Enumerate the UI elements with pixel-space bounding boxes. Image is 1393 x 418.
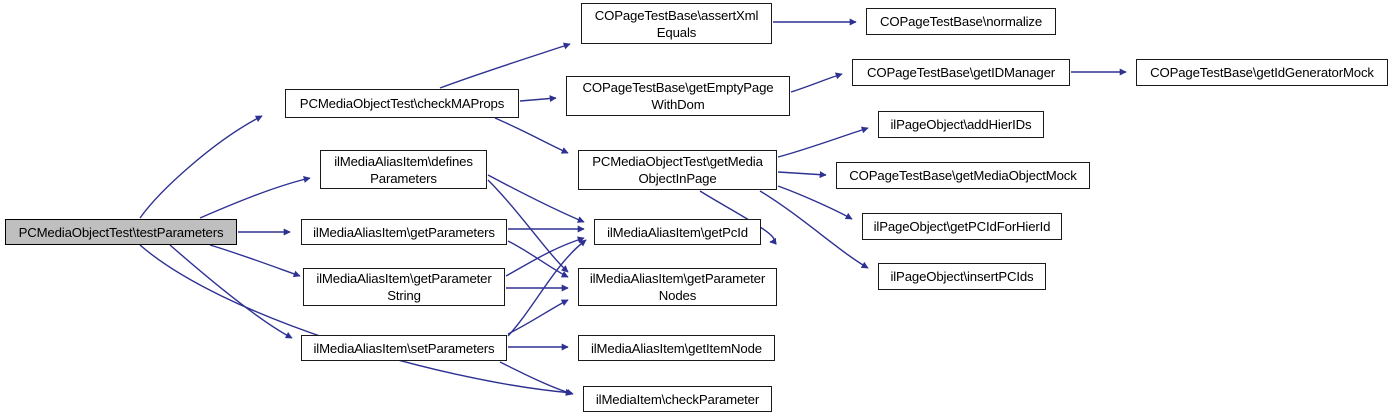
- edge-testParameters-to-definesParameters: [199, 175, 311, 219]
- edge-checkMAProps-to-getMediaObjectInPage: [494, 117, 569, 154]
- node-checkMAProps[interactable]: PCMediaObjectTest\checkMAProps: [285, 89, 519, 118]
- edge-getMediaObjectInPage-to-addHierIDs: [777, 126, 869, 158]
- node-getParameterNodes[interactable]: ilMediaAliasItem\getParameter Nodes: [578, 268, 777, 306]
- node-getItemNode[interactable]: ilMediaAliasItem\getItemNode: [578, 335, 775, 361]
- node-checkParameter[interactable]: ilMediaItem\checkParameter: [583, 386, 772, 412]
- node-getEmptyPageWithDom[interactable]: COPageTestBase\getEmptyPage WithDom: [566, 76, 790, 116]
- node-addHierIDs[interactable]: ilPageObject\addHierIDs: [878, 111, 1044, 138]
- edge-checkMAProps-to-getEmptyPageWithDom: [519, 95, 557, 103]
- edge-getParameters-to-getParameterNodes: [507, 240, 569, 278]
- node-getIDManager[interactable]: COPageTestBase\getIDManager: [852, 59, 1070, 86]
- node-getMediaObjectMock[interactable]: COPageTestBase\getMediaObjectMock: [836, 162, 1090, 189]
- node-getIdGeneratorMock[interactable]: COPageTestBase\getIdGeneratorMock: [1136, 59, 1388, 86]
- node-getParameterString[interactable]: ilMediaAliasItem\getParameter String: [303, 268, 505, 306]
- edge-getParameterString-to-getPcId: [505, 236, 585, 277]
- edge-testParameters-to-checkMAProps: [139, 115, 263, 219]
- node-getParameters[interactable]: ilMediaAliasItem\getParameters: [301, 219, 507, 245]
- edge-setParameters-to-getPcId: [507, 239, 587, 337]
- edge-testParameters-to-setParameters: [169, 244, 293, 339]
- edge-setParameters-to-checkParameter: [499, 361, 574, 396]
- edge-checkMAProps-to-assertXmlEquals: [439, 42, 571, 89]
- node-getPCIdForHierId[interactable]: ilPageObject\getPCIdForHierId: [862, 213, 1062, 240]
- node-insertPCIds[interactable]: ilPageObject\insertPCIds: [878, 263, 1046, 290]
- edge-setParameters-to-getParameterNodes: [507, 299, 569, 335]
- edge-getMediaObjectInPage-to-getPCIdForHierId: [777, 185, 853, 220]
- edge-getMediaObjectInPage-to-getMediaObjectMock: [777, 171, 827, 179]
- edge-getEmptyPageWithDom-to-getIDManager: [790, 72, 843, 93]
- node-getMediaObjectInPage[interactable]: PCMediaObjectTest\getMedia ObjectInPage: [578, 150, 777, 190]
- node-definesParameters[interactable]: ilMediaAliasItem\defines Parameters: [320, 150, 487, 189]
- edge-getMediaObjectInPage-to-insertPCIds: [759, 190, 869, 269]
- edge-definesParameters-to-getPcId: [487, 174, 585, 223]
- node-setParameters[interactable]: ilMediaAliasItem\setParameters: [301, 335, 507, 361]
- node-testParameters[interactable]: PCMediaObjectTest\testParameters: [5, 219, 237, 245]
- edge-testParameters-to-getParameterString: [209, 244, 301, 278]
- node-getPcId[interactable]: ilMediaAliasItem\getPcId: [594, 219, 761, 245]
- node-normalize[interactable]: COPageTestBase\normalize: [866, 8, 1056, 35]
- node-assertXmlEquals[interactable]: COPageTestBase\assertXml Equals: [581, 3, 772, 44]
